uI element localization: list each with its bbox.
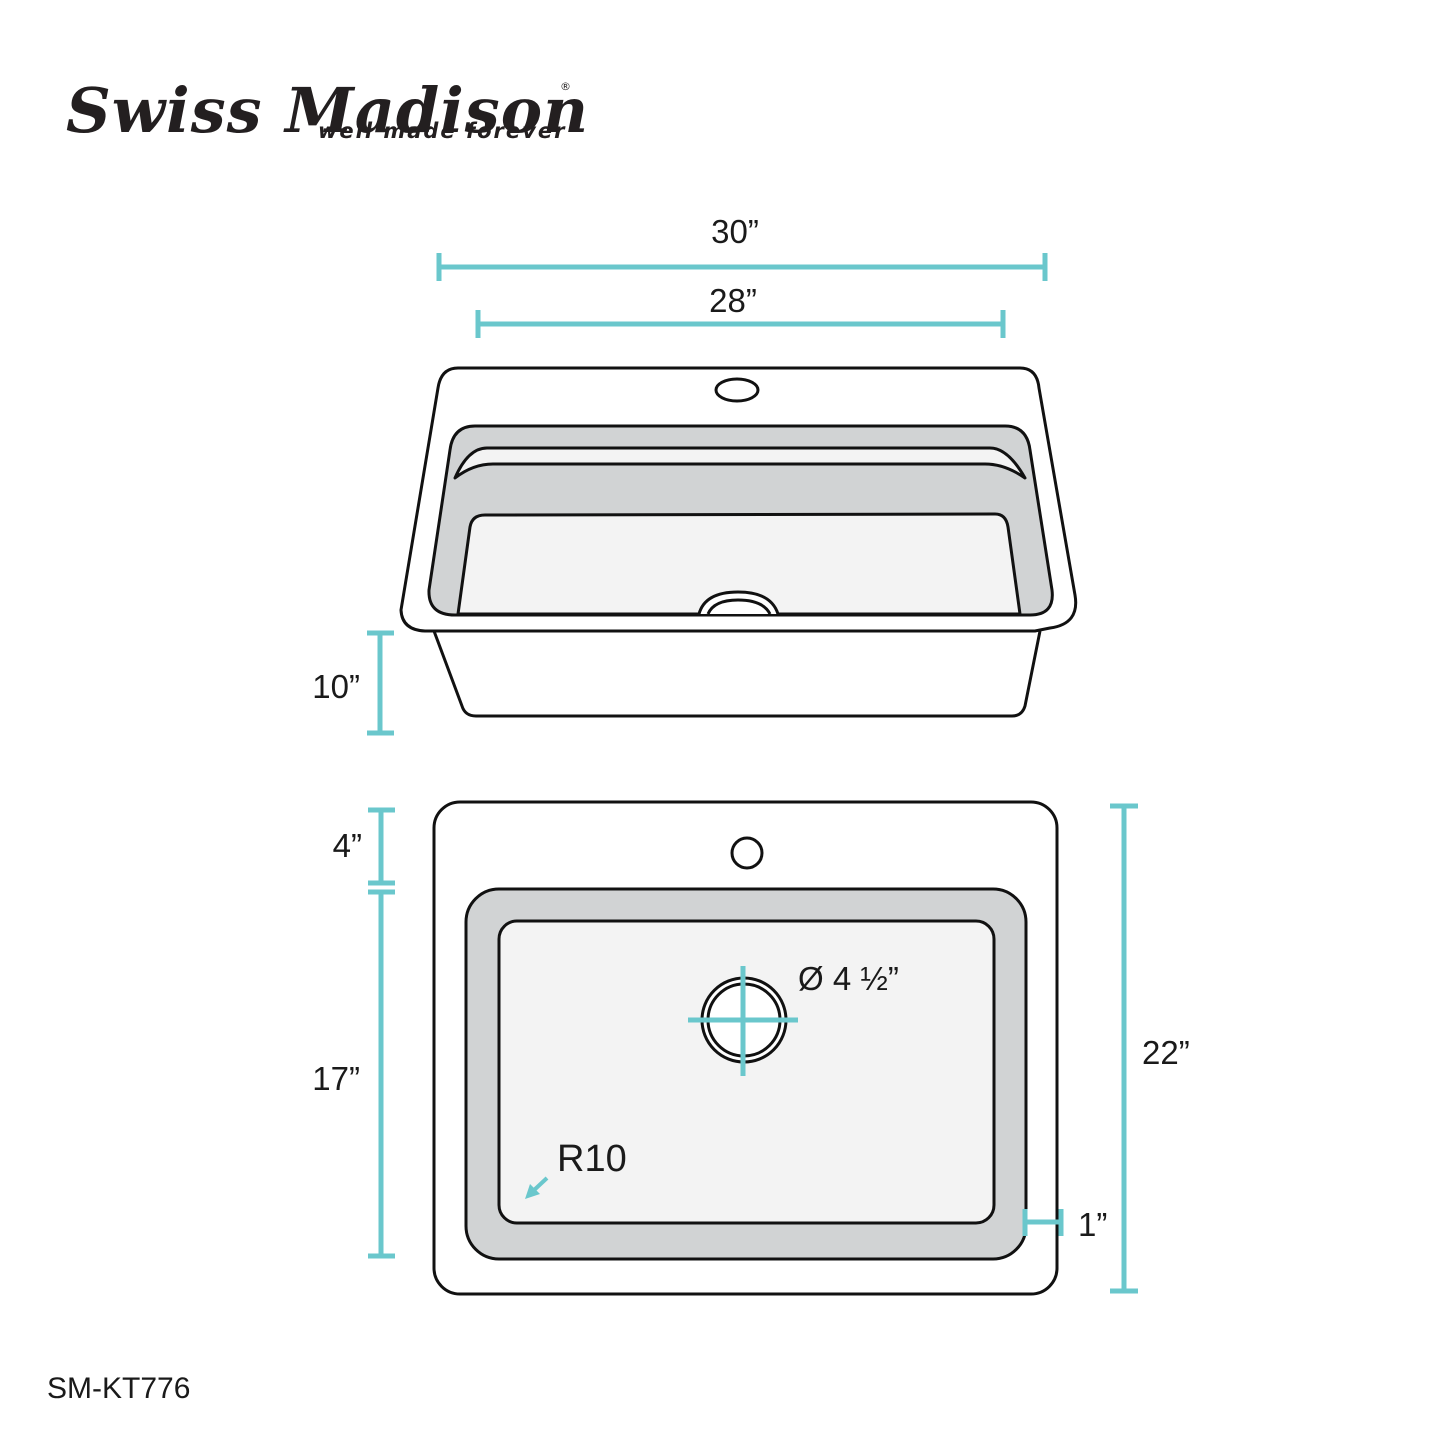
sink-body xyxy=(432,630,1042,718)
model-number: SM-KT776 xyxy=(47,1372,190,1405)
dimension-faucet-deck: 4” xyxy=(333,807,395,886)
drain-top xyxy=(688,966,798,1076)
rim-width-label: 1” xyxy=(1078,1206,1107,1243)
dimension-overall-width: 30” xyxy=(436,213,1048,281)
bowl-floor-top xyxy=(497,919,996,1225)
overall-length-label: 22” xyxy=(1142,1034,1190,1071)
bowl-back-ledge xyxy=(453,446,1027,480)
dimension-depth: 10” xyxy=(312,630,394,736)
dimension-bowl-length: 17” xyxy=(312,889,395,1259)
bowl-floor xyxy=(456,512,1022,616)
dimension-bowl-width: 28” xyxy=(475,282,1006,338)
drain-diameter-label: Ø 4 ½” xyxy=(798,960,899,997)
depth-label: 10” xyxy=(312,668,360,705)
faucet-hole xyxy=(714,377,760,403)
dimension-rim-width: 1” xyxy=(1022,1206,1107,1243)
brand-logo: Swiss Madison ® well made forever xyxy=(66,74,589,147)
brand-tagline: well made forever xyxy=(318,119,566,143)
dimension-overall-length: 22” xyxy=(1110,803,1190,1294)
faucet-deck-label: 4” xyxy=(333,827,362,864)
corner-radius-label: R10 xyxy=(557,1138,627,1180)
top-view: Ø 4 ½” R10 1” 22” 4” xyxy=(312,800,1190,1296)
bowl-length-label: 17” xyxy=(312,1060,360,1097)
drain-front-inner xyxy=(706,598,772,615)
front-view: 30” 28” 10” xyxy=(312,213,1078,736)
corner-radius-callout: R10 xyxy=(525,1138,627,1199)
bowl-width-label: 28” xyxy=(709,282,757,319)
faucet-hole-top xyxy=(730,836,764,870)
registered-mark: ® xyxy=(560,80,571,93)
drain-front xyxy=(697,590,780,615)
brand-name: Swiss Madison xyxy=(66,74,589,147)
overall-width-label: 30” xyxy=(711,213,759,250)
